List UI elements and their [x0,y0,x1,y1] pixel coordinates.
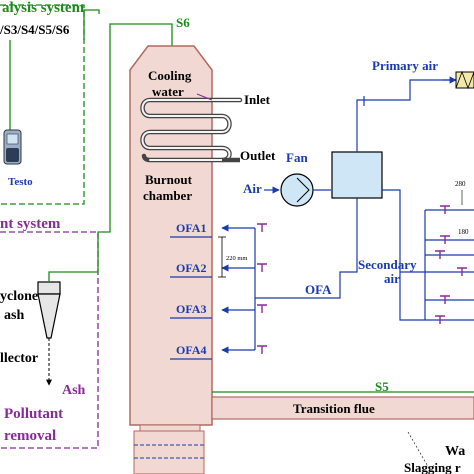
sampling-points-label: /S3/S4/S5/S6 [0,22,70,37]
slagging-label: Slagging r [404,460,461,474]
cooling-coil-inner [141,99,241,161]
transition-flue-label: Transition flue [293,401,375,416]
dim-280-label: 280 [455,180,466,188]
primary-air-label: Primary air [372,58,438,73]
slagging-pointer [407,431,431,471]
analysis-system-title: alysis system [2,0,85,16]
ofa4-label: OFA4 [176,343,206,357]
ofa-header [254,198,358,350]
pollutant-label-2: removal [4,428,56,444]
s5-label: S5 [375,379,389,394]
fan-icon [280,173,314,207]
dim-180-label: 180 [458,228,469,236]
ofa-branches [221,224,255,354]
inlet-label: Inlet [244,92,271,107]
cooling-water-label-2: water [152,84,184,99]
pollutant-label-1: Pollutant [4,406,63,422]
primary-air-line [356,79,474,152]
air-label: Air [243,181,262,196]
coil-pointer [196,93,213,101]
burnout-label-1: Burnout [145,172,193,187]
secondary-air-lines [382,189,474,321]
s6-label: S6 [176,15,190,30]
burner-hatch-icon [455,70,474,90]
wa-label: Wa [445,444,465,459]
cyclone-label-3: llector [0,351,38,366]
treatment-system-box [0,231,99,449]
ofa1-label: OFA1 [176,221,206,235]
fan-blade-icon [296,177,310,203]
cyclone-label-2: ash [4,308,24,323]
burnout-chamber [129,45,213,474]
ash-label: Ash [62,383,86,398]
cooling-water-label-1: Cooling [148,68,192,83]
spacing-label: 220 mm [226,255,248,262]
spacing-dimension [218,236,226,278]
outlet-label: Outlet [240,148,276,163]
analysis-system-box [0,4,100,205]
cyclone-label-1: yclone [0,289,38,304]
flue-duct [48,23,173,282]
ofa-valves [257,223,267,354]
treatment-system-title: nt system [0,216,61,232]
ofa-label: OFA [305,282,332,297]
secondary-air-label-2: air [384,271,400,286]
secondary-air-label-1: Secondary [358,257,417,272]
testo-analyzer-icon [3,129,22,165]
ofa2-label: OFA2 [176,261,206,275]
ofa3-label: OFA3 [176,302,206,316]
secondary-air-valves [435,205,467,324]
ofa-nozzles [170,236,212,360]
testo-label: Testo [8,176,33,188]
air-box [331,151,383,199]
transition-flue [211,391,474,420]
fan-label: Fan [286,150,308,165]
burnout-label-2: chamber [143,188,192,203]
cyclone-icon [37,281,61,386]
